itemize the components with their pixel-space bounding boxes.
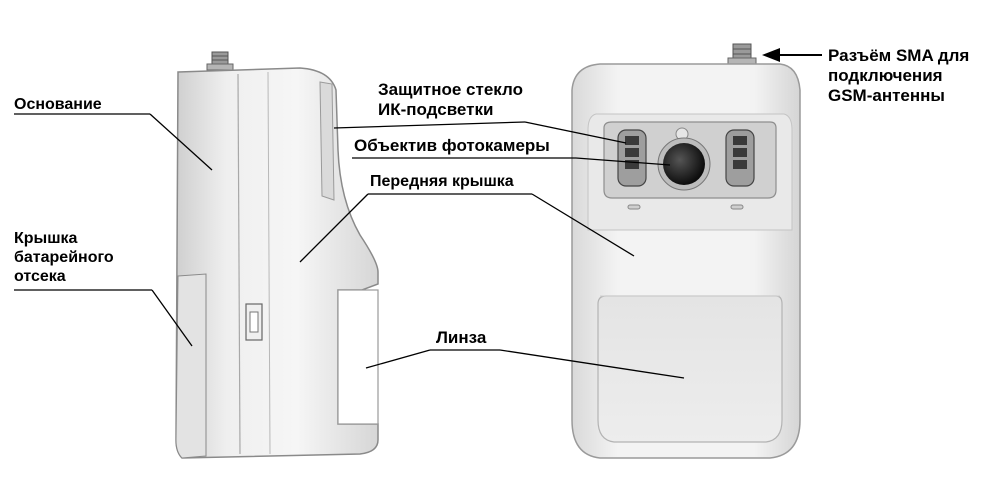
side-sma-connector — [206, 51, 234, 71]
front-sma-connector — [727, 43, 757, 65]
label-front-cover: Передняя крышка — [370, 172, 514, 191]
label-battery-cover-line-2: батарейного — [14, 249, 114, 266]
ir-led-right — [725, 129, 755, 187]
label-sma-line-2: подключения — [828, 66, 943, 85]
label-camera-lens-line-1: Объектив фотокамеры — [354, 136, 550, 155]
label-ir-glass-line-1: Защитное стекло — [378, 80, 523, 99]
ir-led-left — [617, 129, 647, 187]
side-battery-cover — [175, 273, 207, 459]
label-sma-line-1: Разъём SMA для — [828, 46, 970, 65]
label-sma: Разъём SMA для подключения GSM-антенны — [828, 46, 969, 106]
side-lens-window — [337, 289, 379, 425]
label-ir-glass-line-2: ИК-подсветки — [378, 100, 494, 119]
side-view-device — [175, 51, 379, 459]
leader-lines — [14, 113, 685, 379]
label-lens-line-1: Линза — [436, 328, 487, 347]
label-base-line-1: Основание — [14, 96, 102, 113]
label-sma-line-3: GSM-антенны — [828, 86, 945, 105]
label-ir-glass: Защитное стекло ИК-подсветки — [378, 80, 523, 120]
label-lens: Линза — [436, 328, 486, 348]
side-latch — [245, 303, 263, 341]
label-front-cover-line-1: Передняя крышка — [370, 173, 514, 190]
label-battery-cover-line-1: Крышка — [14, 230, 78, 247]
front-view-device — [571, 43, 801, 459]
sma-arrow — [762, 48, 822, 62]
label-battery-cover: Крышка батарейного отсека — [14, 229, 114, 286]
label-base: Основание — [14, 95, 102, 114]
label-battery-cover-line-3: отсека — [14, 268, 66, 285]
camera-lens — [657, 137, 711, 191]
front-fresnel-lens — [597, 295, 783, 443]
label-camera-lens: Объектив фотокамеры — [354, 136, 550, 156]
